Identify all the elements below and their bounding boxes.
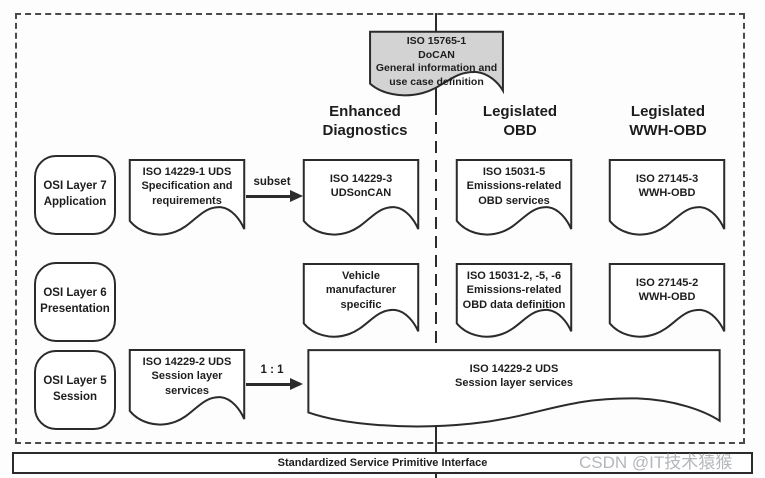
document-shape-icon [608, 158, 726, 240]
doc-vehicle-manufacturer-specific: Vehicle manufacturer specific [302, 262, 420, 342]
doc-line: ISO 14229-1 UDS [142, 166, 232, 178]
document-shape-icon [455, 158, 573, 240]
column-header-enhanced-diagnostics: Enhanced Diagnostics [295, 103, 435, 141]
document-shape-icon [455, 262, 573, 342]
doc-line: ISO 15765-1 [406, 35, 467, 47]
column-header-legislated-wwh-obd: Legislated WWH-OBD [598, 103, 738, 141]
column-header-legislated-obd: Legislated OBD [450, 103, 590, 141]
osi-label-line: Presentation [40, 303, 110, 315]
doc-line: DoCAN [418, 48, 455, 61]
doc-line: WWH-OBD [638, 187, 696, 200]
doc-line: specific [340, 298, 382, 311]
doc-iso14229-2-session-small: ISO 14229-2 UDS Session layer services [128, 348, 246, 430]
doc-line: General information and use case definit… [375, 62, 498, 88]
top-connector-line [435, 13, 437, 31]
doc-line: services [164, 384, 210, 397]
doc-iso15765-docan: ISO 15765-1 DoCAN General information an… [368, 30, 505, 100]
one-to-one-arrow-line [246, 383, 291, 386]
header-line: Legislated [482, 103, 558, 120]
bottom-bar-label: Standardized Service Primitive Interface [277, 457, 488, 469]
doc-line: requirements [152, 194, 222, 207]
document-shape-icon [608, 262, 726, 342]
doc-line: Emissions-related [466, 284, 562, 297]
standardized-service-primitive-interface-bar: Standardized Service Primitive Interface [12, 452, 753, 474]
subset-arrow-head-icon [290, 190, 303, 202]
document-shape-icon [368, 30, 505, 100]
subset-arrow-line [246, 195, 291, 198]
osi-label-line: OSI Layer 5 [43, 375, 107, 388]
doc-line: Session layer services [454, 377, 574, 390]
header-line: Legislated [630, 103, 706, 120]
document-shape-icon [302, 262, 420, 342]
doc-line: ISO 27145-2 [635, 277, 699, 289]
doc-line: ISO 14229-2 UDS [469, 363, 559, 375]
doc-line: ISO 14229-2 UDS [142, 356, 232, 368]
doc-line: ISO 27145-3 [635, 173, 699, 185]
doc-iso14229-3-udsoncan: ISO 14229-3 UDSonCAN [302, 158, 420, 240]
column-divider-dashed-line [435, 103, 437, 348]
doc-line: ISO 14229-3 [329, 173, 393, 185]
subset-arrow-label: subset [253, 176, 291, 188]
doc-iso27145-2-wwh-obd: ISO 27145-2 WWH-OBD [608, 262, 726, 342]
doc-iso15031-obd-data-definition: ISO 15031-2, -5, -6 Emissions-related OB… [455, 262, 573, 342]
docan-connector-line [435, 87, 437, 103]
document-shape-icon [128, 348, 246, 430]
header-line: OBD [503, 121, 537, 139]
doc-line: ISO 15031-2, -5, -6 [466, 270, 562, 282]
doc-line: ISO 15031-5 [482, 166, 546, 178]
document-shape-icon [302, 158, 420, 240]
header-line: Diagnostics [322, 121, 408, 139]
doc-line: OBD data definition [462, 298, 566, 311]
document-shape-icon [302, 348, 726, 432]
doc-line: WWH-OBD [638, 291, 696, 304]
doc-iso14229-2-session-wide: ISO 14229-2 UDS Session layer services [302, 348, 726, 432]
csdn-watermark: CSDN @IT技术猿猴 [579, 453, 733, 472]
doc-line: OBD services [478, 194, 550, 207]
doc-line: manufacturer [325, 284, 397, 297]
osi-layer5-session-box: OSI Layer 5 Session [34, 350, 116, 430]
osi-layer7-application-box: OSI Layer 7 Application [34, 155, 116, 235]
doc-line: Session layer [151, 370, 223, 383]
header-line: Enhanced [329, 103, 401, 120]
doc-iso27145-3-wwh-obd: ISO 27145-3 WWH-OBD [608, 158, 726, 240]
header-line: WWH-OBD [629, 121, 707, 139]
doc-line: Specification and [141, 180, 233, 193]
document-shape-icon [128, 158, 246, 240]
bottom-connector-line [435, 425, 437, 478]
doc-iso15031-5-obd-services: ISO 15031-5 Emissions-related OBD servic… [455, 158, 573, 240]
osi-label-line: OSI Layer 7 [43, 180, 107, 193]
osi-label-line: Session [52, 391, 98, 403]
doc-line: UDSonCAN [330, 187, 392, 200]
doc-line: Vehicle [342, 270, 380, 282]
osi-label-line: Application [43, 196, 107, 208]
doc-iso14229-1-uds: ISO 14229-1 UDS Specification and requir… [128, 158, 246, 240]
osi-label-line: OSI Layer 6 [43, 287, 107, 300]
one-to-one-arrow-label: 1 : 1 [260, 364, 284, 376]
osi-layer6-presentation-box: OSI Layer 6 Presentation [34, 262, 116, 342]
outer-dashed-border [15, 13, 745, 444]
doc-line: Emissions-related [466, 180, 562, 193]
one-to-one-arrow-head-icon [290, 378, 303, 390]
